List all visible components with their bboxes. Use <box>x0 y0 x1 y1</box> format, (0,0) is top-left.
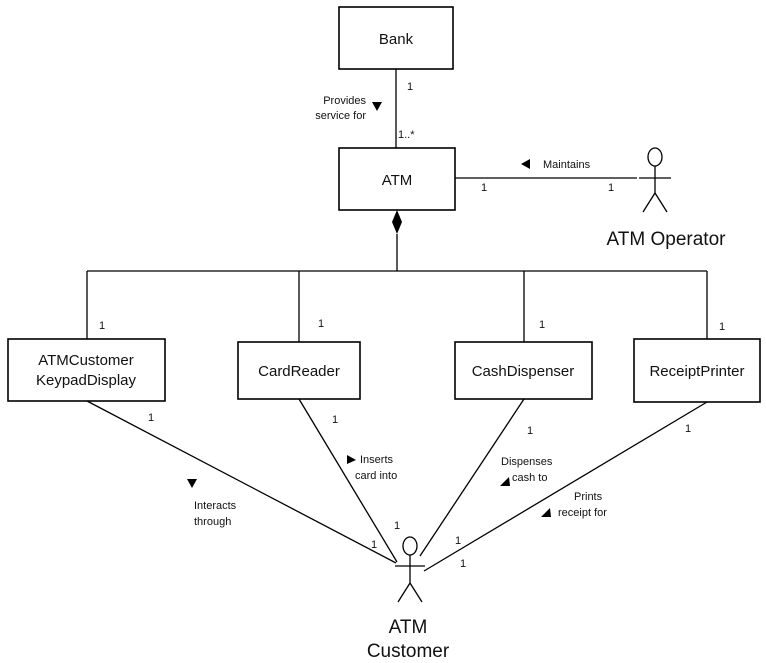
atm-operator-actor[interactable] <box>639 147 671 213</box>
inserts-label-line1: Inserts <box>360 454 394 466</box>
stick-figure-icon <box>395 536 425 603</box>
interacts-label-line1: Interacts <box>194 500 237 512</box>
direction-arrow-left-icon <box>521 159 530 169</box>
interacts-direction-arrow-icon <box>187 479 197 488</box>
interacts-label-line2: through <box>194 516 231 528</box>
atm-customer-name-line2: Customer <box>367 641 450 662</box>
inserts-direction-arrow-icon <box>347 455 356 464</box>
bank-class-name: Bank <box>379 31 414 48</box>
atm-multiplicity-bank: 1..* <box>398 129 415 141</box>
dispenses-label-line2: cash to <box>512 472 547 484</box>
provides-service-label-line2: service for <box>315 110 366 122</box>
atm-multiplicity-operator: 1 <box>481 182 487 194</box>
inserts-label-line2: card into <box>355 470 397 482</box>
inserts-association-line <box>298 398 398 563</box>
atm-customer-actor[interactable] <box>395 536 425 603</box>
customer-prints-multiplicity: 1 <box>460 558 466 570</box>
keypad-composition-multiplicity: 1 <box>99 320 105 332</box>
card-reader-class[interactable]: CardReader <box>237 341 361 400</box>
keypad-customer-multiplicity: 1 <box>148 412 154 424</box>
dispenser-customer-multiplicity: 1 <box>527 425 533 437</box>
dispenses-association-line <box>419 398 525 557</box>
stick-figure-icon <box>639 147 671 213</box>
atm-class[interactable]: ATM <box>338 147 456 211</box>
atm-operator-name: ATM Operator <box>607 229 727 250</box>
composition-diamond-icon <box>392 210 402 234</box>
interacts-association-line <box>86 400 397 564</box>
bank-multiplicity: 1 <box>407 81 413 93</box>
dispenser-composition-multiplicity: 1 <box>539 319 545 331</box>
customer-interacts-multiplicity: 1 <box>371 539 377 551</box>
keypad-class-name-line1: ATMCustomer <box>38 352 134 369</box>
printer-customer-multiplicity: 1 <box>685 423 691 435</box>
prints-association-line <box>423 401 708 572</box>
provides-service-label-line1: Provides <box>323 95 366 107</box>
dispenses-direction-arrow-icon <box>500 477 510 486</box>
reader-composition-multiplicity: 1 <box>318 318 324 330</box>
receipt-printer-class-name: ReceiptPrinter <box>649 363 744 380</box>
prints-direction-arrow-icon <box>541 508 551 517</box>
card-reader-class-name: CardReader <box>258 363 340 380</box>
operator-multiplicity: 1 <box>608 182 614 194</box>
bank-class[interactable]: Bank <box>338 6 454 70</box>
keypad-display-class[interactable]: ATMCustomer KeypadDisplay <box>7 338 166 402</box>
prints-label-line1: Prints <box>574 491 603 503</box>
customer-dispenses-multiplicity: 1 <box>455 535 461 547</box>
customer-inserts-multiplicity: 1 <box>394 520 400 532</box>
maintains-label: Maintains <box>543 159 591 171</box>
atm-class-name: ATM <box>382 172 413 189</box>
cash-dispenser-class-name: CashDispenser <box>472 363 575 380</box>
dispenses-label-line1: Dispenses <box>501 456 553 468</box>
direction-arrow-down-icon <box>372 102 382 111</box>
cash-dispenser-class[interactable]: CashDispenser <box>454 341 593 400</box>
prints-label-line2: receipt for <box>558 507 607 519</box>
reader-customer-multiplicity: 1 <box>332 414 338 426</box>
receipt-printer-class[interactable]: ReceiptPrinter <box>633 338 761 403</box>
printer-composition-multiplicity: 1 <box>719 321 725 333</box>
atm-customer-name-line1: ATM <box>389 617 428 638</box>
keypad-class-name-line2: KeypadDisplay <box>36 372 137 389</box>
